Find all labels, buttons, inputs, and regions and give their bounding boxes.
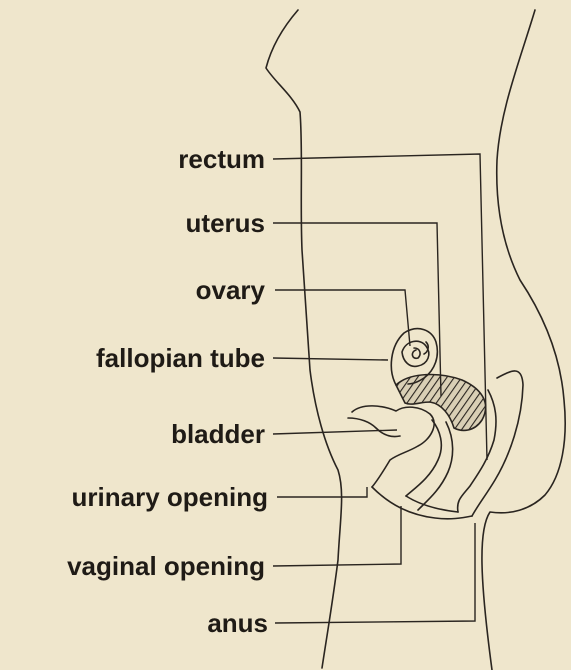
leader-bladder — [273, 430, 397, 434]
leader-urinary-opening — [277, 487, 367, 497]
label-ovary: ovary — [196, 275, 266, 305]
label-bladder: bladder — [171, 419, 265, 449]
bladder-outline — [352, 406, 434, 487]
ovary-detail — [412, 342, 428, 358]
bladder-inner — [348, 418, 400, 437]
leader-fallopian-tube — [273, 358, 388, 360]
label-vaginal-opening: vaginal opening — [67, 551, 265, 581]
body-back-outline — [482, 10, 565, 670]
body-front-outline — [266, 10, 342, 668]
label-urinary-opening: urinary opening — [72, 482, 268, 512]
leader-anus — [275, 523, 475, 623]
label-rectum: rectum — [178, 144, 265, 174]
leader-vaginal-opening — [273, 506, 401, 566]
leader-uterus — [273, 223, 441, 396]
label-anus: anus — [207, 608, 268, 638]
label-uterus: uterus — [186, 208, 265, 238]
label-fallopian-tube: fallopian tube — [96, 343, 265, 373]
perineum-outline — [372, 487, 472, 519]
leader-ovary — [275, 290, 410, 346]
vagina-outline — [406, 420, 453, 510]
